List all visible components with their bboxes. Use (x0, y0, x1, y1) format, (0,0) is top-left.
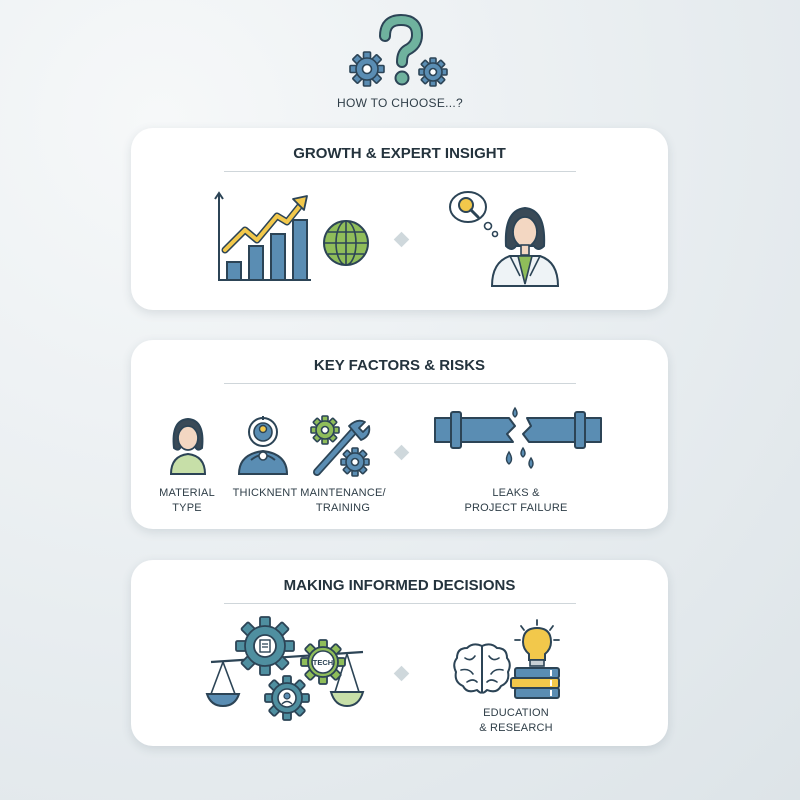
broken-pipe-icon (434, 406, 602, 469)
gears-wrench-icon (310, 415, 371, 477)
label-leaks-line-2: PROJECT FAILURE (464, 502, 568, 514)
label-material-line-2: TYPE (172, 502, 202, 514)
technician-icon (237, 416, 289, 475)
panel-title: KEY FACTORS & RISKS (313, 357, 486, 374)
label-thickness: THICKNENT (232, 487, 298, 499)
label-material-line-1: MATERIAL (159, 487, 215, 499)
bar-chart-growth-icon (214, 191, 311, 281)
header-caption: HOW TO CHOOSE...? (336, 96, 463, 110)
label-education-line-1: EDUCATION (483, 707, 549, 719)
separator-diamond (393, 665, 410, 682)
label-maintenance-line-1: MAINTENANCE/ (300, 487, 386, 499)
label-education-line-2: & RESEARCH (479, 722, 553, 734)
panel-title: GROWTH & EXPERT INSIGHT (293, 145, 506, 162)
lightbulb-books-icon (510, 619, 560, 699)
globe-icon (323, 220, 369, 266)
divider (224, 603, 576, 604)
tech-gear-label: TECH (313, 658, 333, 667)
gear-cluster-icon: TECH (235, 616, 346, 721)
question-gears-icon (349, 14, 448, 87)
label-maintenance-line-2: TRAINING (315, 502, 371, 514)
label-leaks-line-1: LEAKS & (492, 487, 540, 499)
separator-diamond (393, 231, 410, 248)
divider (224, 383, 576, 384)
panel-growth-expert-insight: GROWTH & EXPERT INSIGHT (131, 128, 668, 310)
panel-title: MAKING INFORMED DECISIONS (283, 577, 516, 594)
expert-thinking-icon (449, 191, 560, 287)
separator-diamond (393, 444, 410, 461)
panel-key-factors-risks: KEY FACTORS & RISKS MATERIAL TYPE THICKN… (131, 340, 668, 529)
person-icon (169, 417, 207, 475)
divider (224, 171, 576, 172)
panel-making-informed-decisions: MAKING INFORMED DECISIONS (131, 560, 668, 746)
brain-icon (453, 643, 511, 694)
